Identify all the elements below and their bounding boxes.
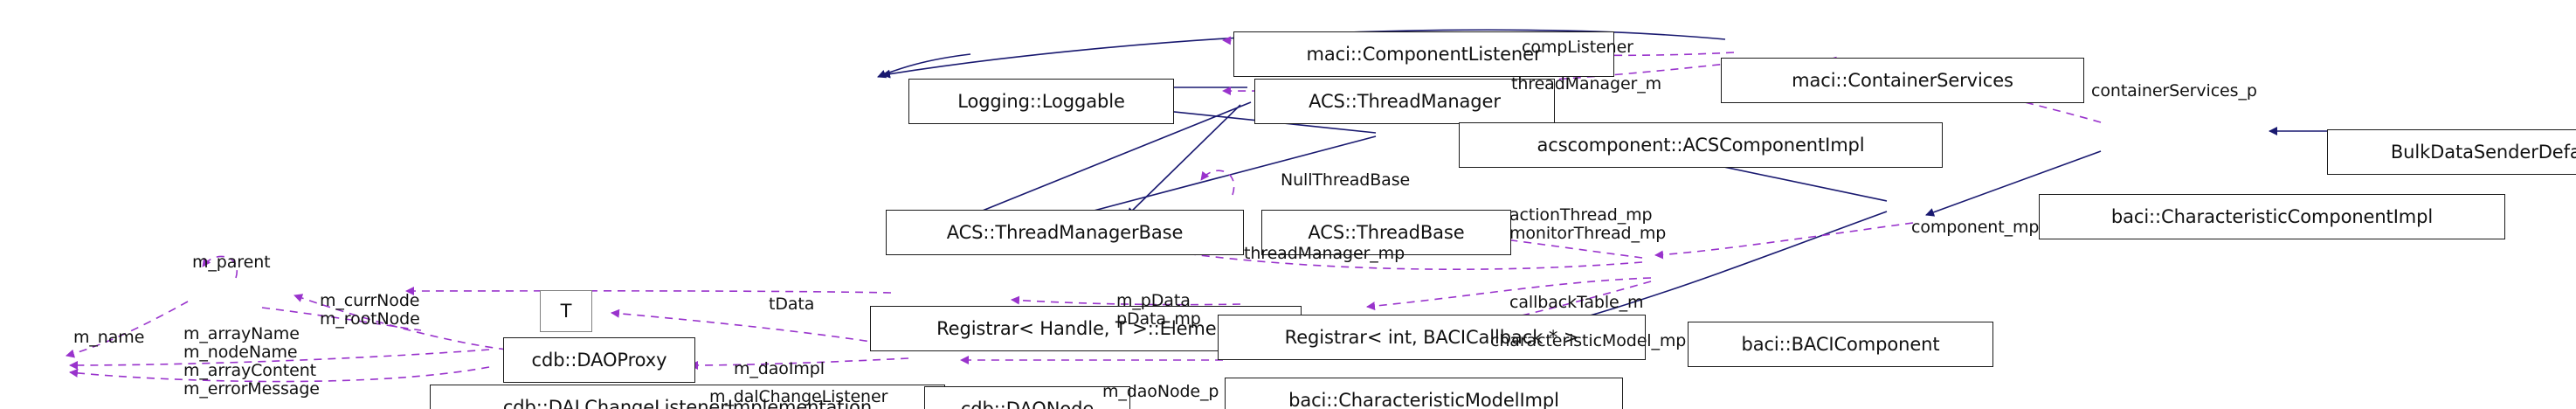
edge-label-m-name-left: m_name — [73, 328, 145, 347]
edge-label-m-pdata: m_pData pData_mp — [1116, 291, 1201, 329]
node-acs-threadmanagerbase[interactable]: ACS::ThreadManagerBase — [886, 210, 1244, 255]
node-cdb-daoproxy[interactable]: cdb::DAOProxy — [503, 337, 695, 383]
edge-label-threadmanager-mp: threadManager_mp — [1244, 244, 1405, 263]
edge-label-m-currnode: m_currNode m_rootNode — [320, 291, 420, 329]
edge-label-m-daoimpl: m_daoImpl — [734, 359, 825, 378]
edge-label-m-daonode-p: m_daoNode_p — [1102, 382, 1219, 401]
edge-label-complistener: compListener — [1522, 38, 1633, 57]
edge-label-nullthreadbase: NullThreadBase — [1281, 170, 1411, 190]
node-acs-threadbase[interactable]: ACS::ThreadBase — [1261, 210, 1511, 255]
node-acscomponent-acscomponentimpl[interactable]: acscomponent::ACSComponentImpl — [1459, 122, 1943, 168]
node-maci-containerservices[interactable]: maci::ContainerServices — [1721, 58, 2084, 103]
node-baci-characteristiccomponentimpl[interactable]: baci::CharacteristicComponentImpl — [2039, 194, 2505, 239]
node-bulkdatasenderdefaultimpl[interactable]: BulkDataSenderDefaultImpl — [2327, 129, 2576, 175]
edge-label-tdata: tData — [769, 295, 815, 314]
edge-label-m-dalchangelistener: m_dalChangeListener — [709, 387, 888, 406]
edge-label-threadmanager-m: threadManager_m — [1511, 74, 1662, 94]
edge-label-component-mp: component_mp — [1911, 218, 2040, 237]
node-cdb-daonode[interactable]: cdb::DAONode — [924, 386, 1130, 409]
node-acs-threadmanager[interactable]: ACS::ThreadManager — [1254, 79, 1555, 124]
node-logging-loggable[interactable]: Logging::Loggable — [908, 79, 1174, 124]
edge-label-m-arrayname: m_arrayName m_nodeName m_arrayContent m_… — [183, 324, 320, 399]
node-registrar-int-bacicallback[interactable]: Registrar< int, BACICallback * > — [1218, 315, 1646, 360]
node-cdb-dalchangelistenerimplementation[interactable]: cdb::DALChangeListenerImplementation — [430, 385, 945, 409]
edge-label-m-parent: m_parent — [192, 253, 271, 272]
edge-label-callbacktable-m: callbackTable_m — [1509, 293, 1644, 312]
edge-label-characteristicmodel-mp: characteristicModel_mp — [1490, 331, 1687, 350]
edge-label-containerservices-p: containerServices_p — [2091, 81, 2257, 101]
node-maci-componentlistener[interactable]: maci::ComponentListener — [1233, 31, 1614, 77]
node-template-t[interactable]: T — [540, 290, 592, 332]
node-baci-characteristicmodelimpl[interactable]: baci::CharacteristicModelImpl — [1225, 378, 1623, 409]
edge-label-actionthread-mp: actionThread_mp monitorThread_mp — [1509, 205, 1667, 243]
node-baci-bacicomponent[interactable]: baci::BACIComponent — [1688, 322, 1993, 367]
